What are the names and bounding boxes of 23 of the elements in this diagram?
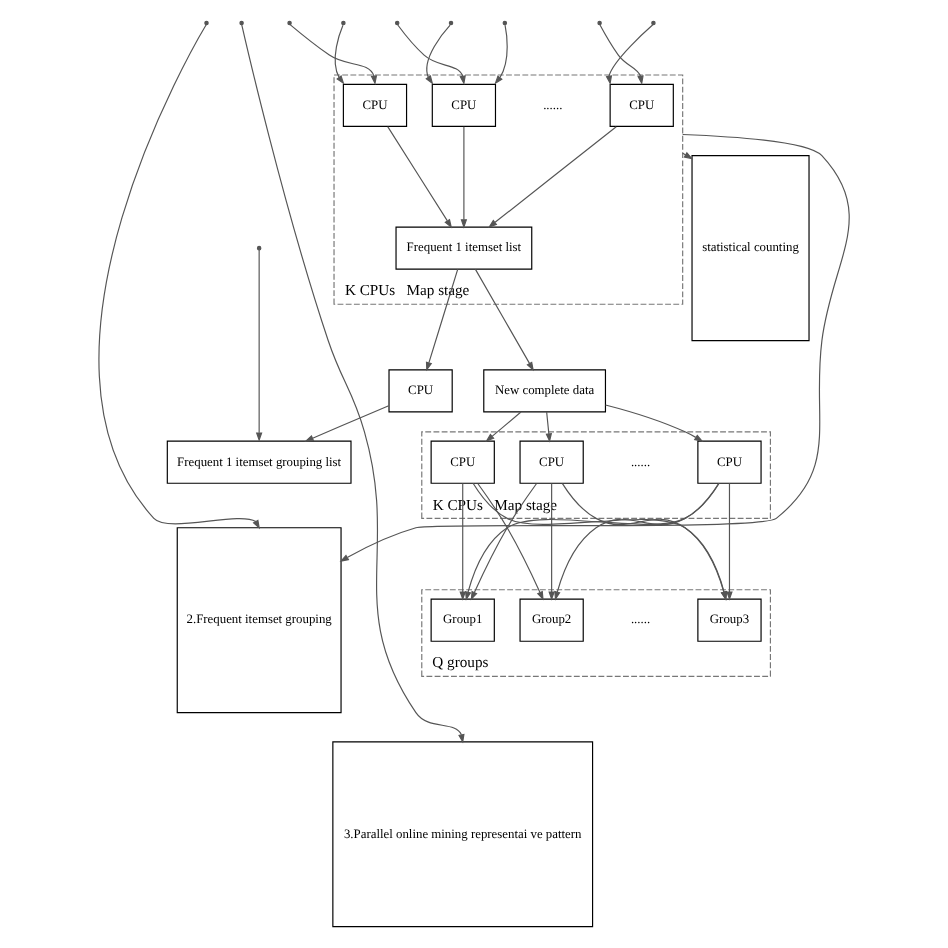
arrow (397, 24, 466, 85)
arrow (459, 482, 466, 601)
arrow (548, 482, 555, 601)
arrow (425, 24, 451, 85)
arrow (487, 126, 617, 228)
arrow (255, 249, 263, 442)
arrow (599, 24, 644, 85)
arrow (605, 24, 654, 85)
arrow (98, 24, 260, 530)
arrow (494, 24, 508, 85)
arrow (339, 133, 850, 562)
arrow (604, 404, 704, 443)
arrow (545, 411, 553, 443)
arrow (387, 126, 453, 229)
arrow (485, 411, 522, 443)
arrow (289, 24, 378, 85)
arrow (474, 268, 534, 372)
arrow (425, 268, 459, 372)
arrow (304, 405, 390, 442)
arrow (460, 126, 468, 229)
arrow (334, 24, 345, 85)
arrow (241, 24, 465, 744)
arrow (726, 482, 733, 601)
